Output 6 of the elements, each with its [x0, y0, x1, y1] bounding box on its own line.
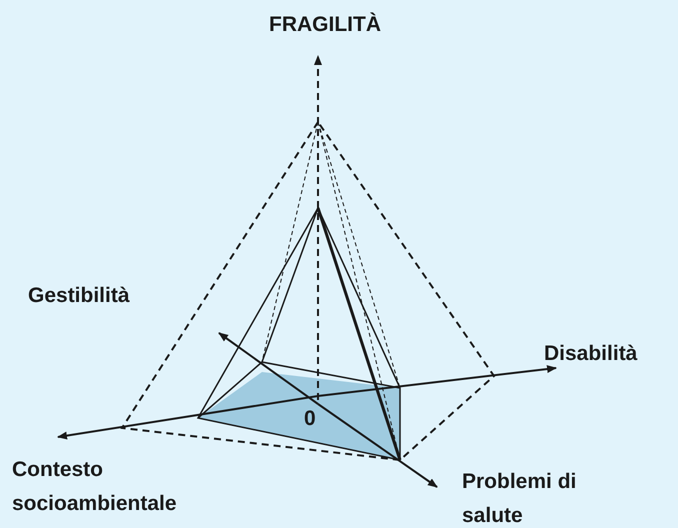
axis-label: Contesto socioambientale	[12, 457, 178, 517]
axis-label: Problemi di salute	[462, 469, 578, 528]
axis-label: Gestibilità	[28, 283, 131, 309]
axis-label: FRAGILITÀ	[268, 11, 382, 38]
axis-label: 0	[304, 406, 317, 432]
axis-label: Disabilità	[544, 341, 638, 367]
